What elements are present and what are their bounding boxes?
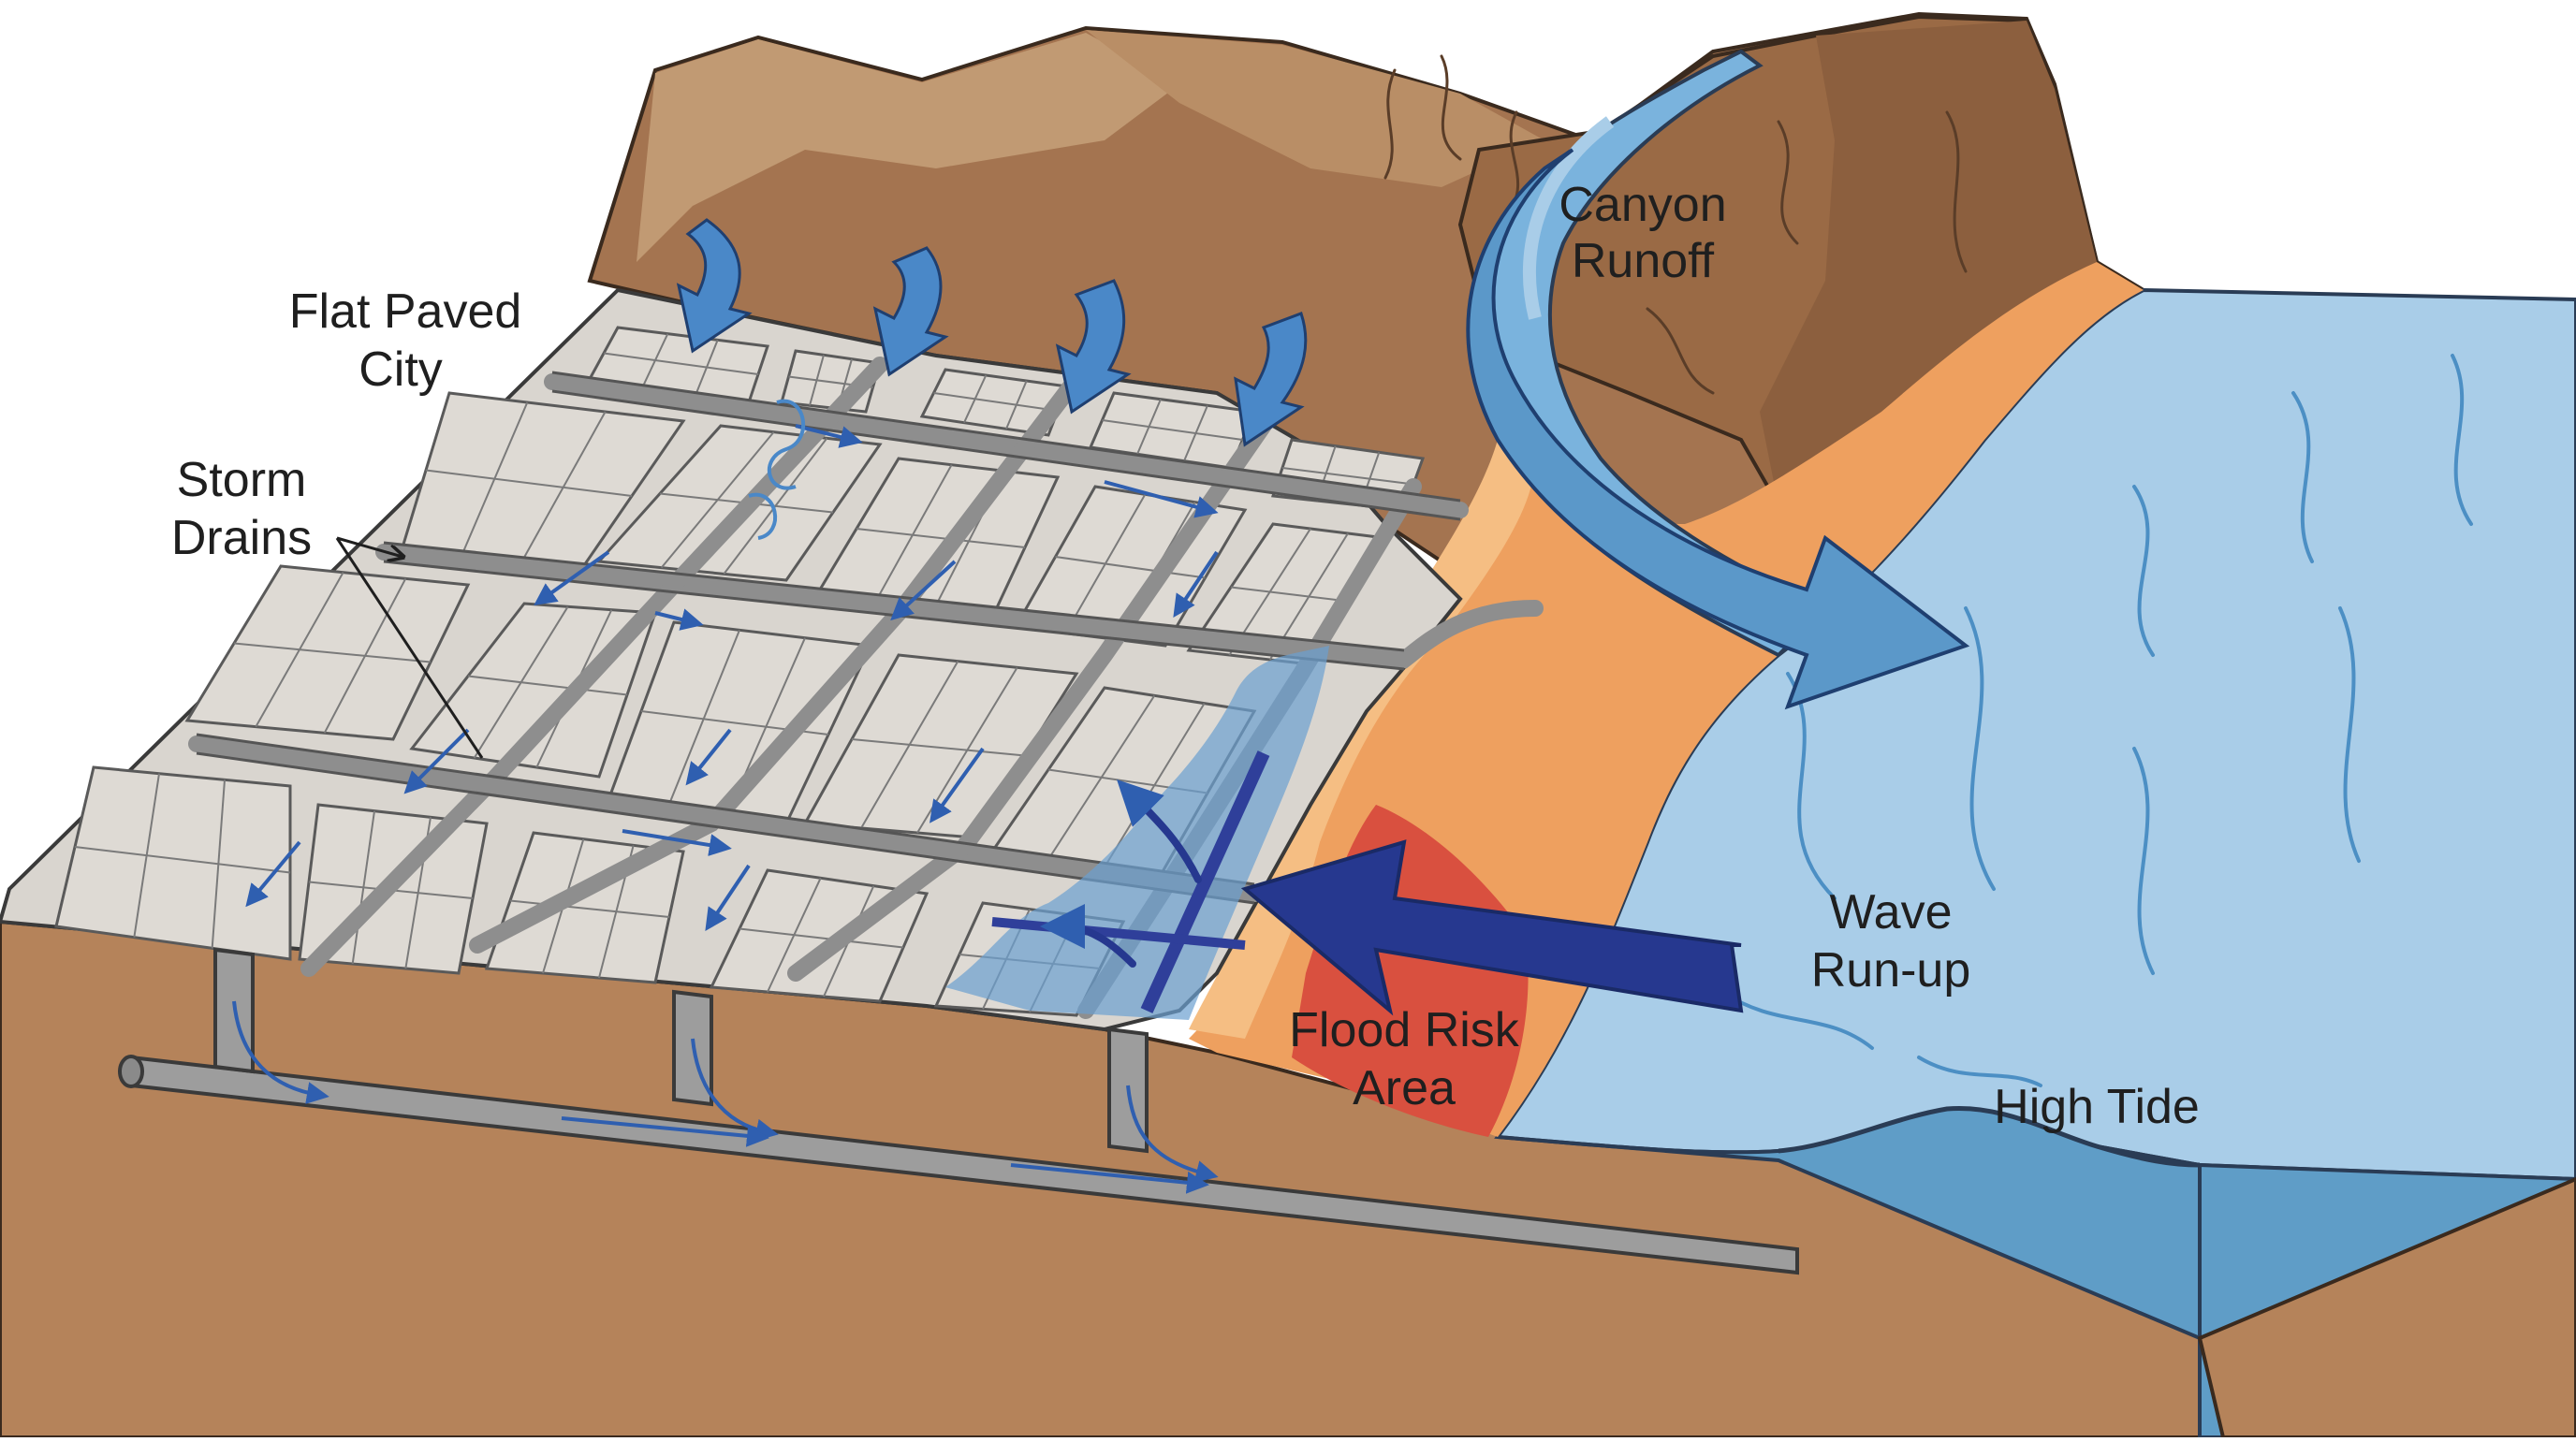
parcel-line [467, 675, 628, 696]
storm-drains-label-line1: Storm [177, 453, 307, 507]
ocean-wave-edge [1778, 1105, 2201, 1168]
wave-runup-label-line1: Wave [1830, 885, 1953, 939]
parcel-line [739, 927, 904, 949]
canyon-runoff-arrow [1466, 148, 1970, 710]
canyon-river-channel [1522, 116, 1615, 320]
pipe-flow-arrows [232, 1000, 1219, 1194]
canyon-runoff-label-line1: Canyon [1559, 178, 1726, 232]
parcel-line [603, 352, 759, 375]
parcel-line [1281, 467, 1414, 486]
wave-runup-arrow [1240, 839, 1744, 1016]
city-roads [188, 357, 1544, 1019]
parcel-line [233, 642, 432, 663]
flat-paved-city-label-line1: Flat Paved [289, 284, 522, 339]
surface-runoff-arrows [676, 218, 1308, 447]
canyon-rock-face [1760, 21, 2097, 505]
soil-side-strip [2197, 1176, 2576, 1439]
street-flow-arrows [245, 424, 1219, 931]
parcel-line [933, 392, 1059, 412]
hill-highlight [637, 33, 1179, 262]
backflow-arrows [1040, 779, 1202, 968]
parcel-line [1230, 586, 1349, 603]
parcel-line [1055, 556, 1206, 579]
labels: Flat Paved City Storm Drains Canyon Runo… [171, 178, 2200, 1134]
drain-backflow-branch [991, 917, 1246, 950]
ocean-swell-lines [1720, 354, 2473, 1087]
parcel-line [74, 846, 291, 874]
canyon-runoff-label-line2: Runoff [1572, 234, 1715, 288]
parcel-line [509, 899, 670, 918]
storm-drains-leaders [335, 536, 484, 759]
city-block [54, 765, 292, 961]
road-edges [196, 371, 1461, 905]
high-tide-label: High Tide [1994, 1080, 2200, 1134]
flood-risk-label-line2: Area [1353, 1061, 1456, 1115]
wave-runup-label-line2: Run-up [1811, 943, 1971, 998]
storm-drains-label-line2: Drains [171, 511, 312, 565]
parcel-line [425, 469, 633, 497]
hill-ridge-light [1086, 30, 1544, 187]
parcel-line [856, 528, 1026, 548]
parcel-line [1102, 419, 1243, 441]
parcel-line [851, 738, 1026, 757]
drain-inflow-curls [748, 399, 805, 540]
flat-paved-city-label-line2: City [359, 342, 443, 397]
flood-risk-label-line1: Flood Risk [1289, 1003, 1520, 1057]
drain-backflow-pipe [1140, 750, 1270, 1013]
